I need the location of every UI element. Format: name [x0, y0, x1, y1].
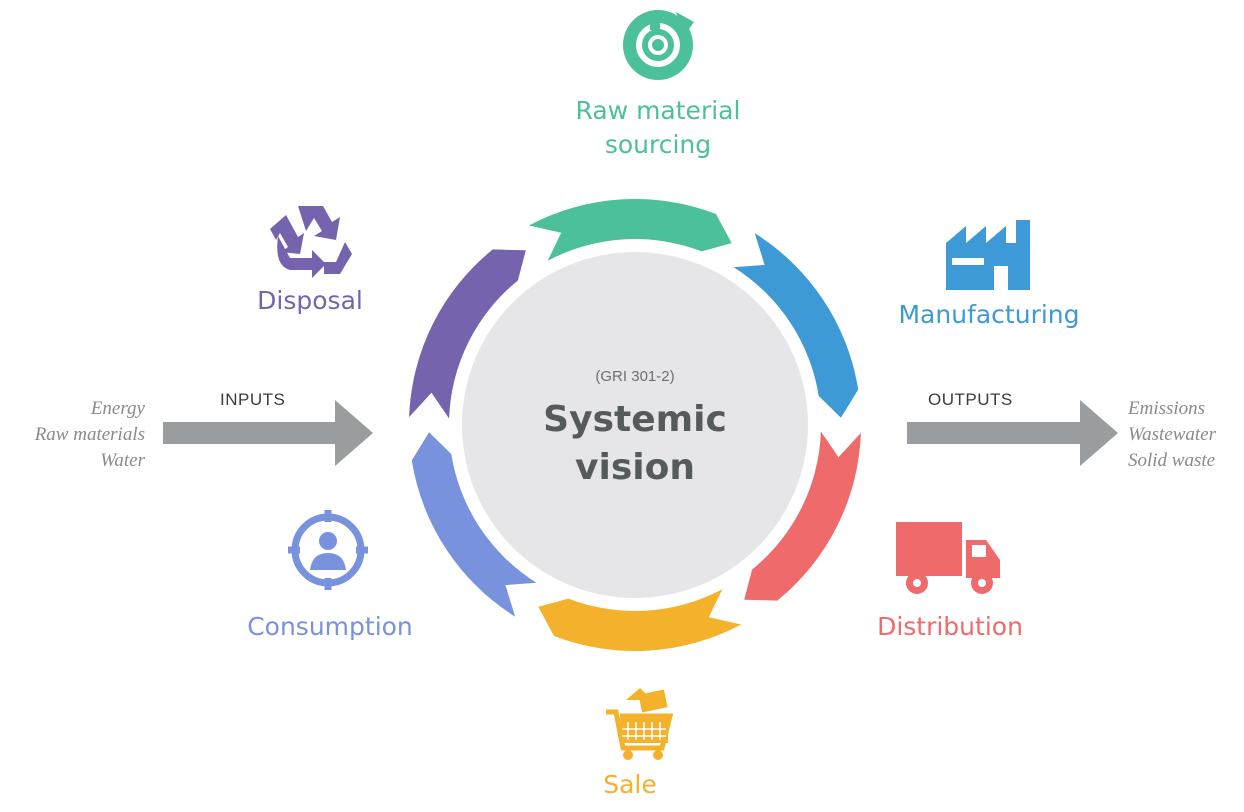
output-item: Emissions — [1128, 398, 1206, 419]
stage-label-disposal: Disposal — [257, 286, 363, 315]
stage-label-line: sourcing — [604, 130, 712, 159]
stage-label-sale: Sale — [603, 770, 657, 799]
recycle-circle-icon — [623, 10, 694, 80]
center-circle — [462, 252, 808, 598]
stage-label-line: Raw material — [575, 96, 741, 125]
output-item: Solid waste — [1128, 450, 1216, 471]
ring-segment-sale — [538, 589, 742, 651]
cycle-ring — [409, 199, 861, 651]
ring-segment-consumption — [411, 432, 537, 617]
shopping-cart-icon — [606, 688, 674, 760]
outputs-arrow — [907, 400, 1118, 466]
ring-segment-raw — [528, 199, 732, 261]
person-target-icon — [288, 510, 368, 590]
ring-segment-distribution — [744, 431, 861, 601]
stage-label-raw-material-sourcing: Raw material sourcing — [548, 94, 768, 162]
ring-segment-manufacturing — [733, 233, 859, 418]
outputs-list: Emissions Wastewater Solid waste — [1128, 396, 1243, 474]
factory-icon — [946, 220, 1030, 290]
input-item: Raw materials — [34, 424, 145, 445]
center-title-line2: vision — [575, 447, 695, 488]
inputs-arrow — [163, 400, 373, 466]
recycle-icon — [270, 206, 352, 278]
inputs-list: Energy Raw materials Water — [0, 396, 145, 474]
stage-label-manufacturing: Manufacturing — [898, 300, 1080, 329]
center-title: Systemic vision — [535, 396, 735, 492]
truck-icon — [896, 522, 1000, 594]
output-item: Wastewater — [1128, 424, 1216, 445]
center-subtitle: (GRI 301-2) — [595, 368, 675, 385]
input-item: Energy — [90, 398, 145, 419]
inputs-heading: INPUTS — [220, 390, 286, 409]
center-title-line1: Systemic — [543, 399, 727, 440]
ring-segment-disposal — [409, 249, 526, 419]
stage-label-distribution: Distribution — [877, 612, 1023, 641]
stage-label-consumption: Consumption — [247, 612, 413, 641]
outputs-heading: OUTPUTS — [928, 390, 1013, 409]
input-item: Water — [100, 450, 145, 471]
